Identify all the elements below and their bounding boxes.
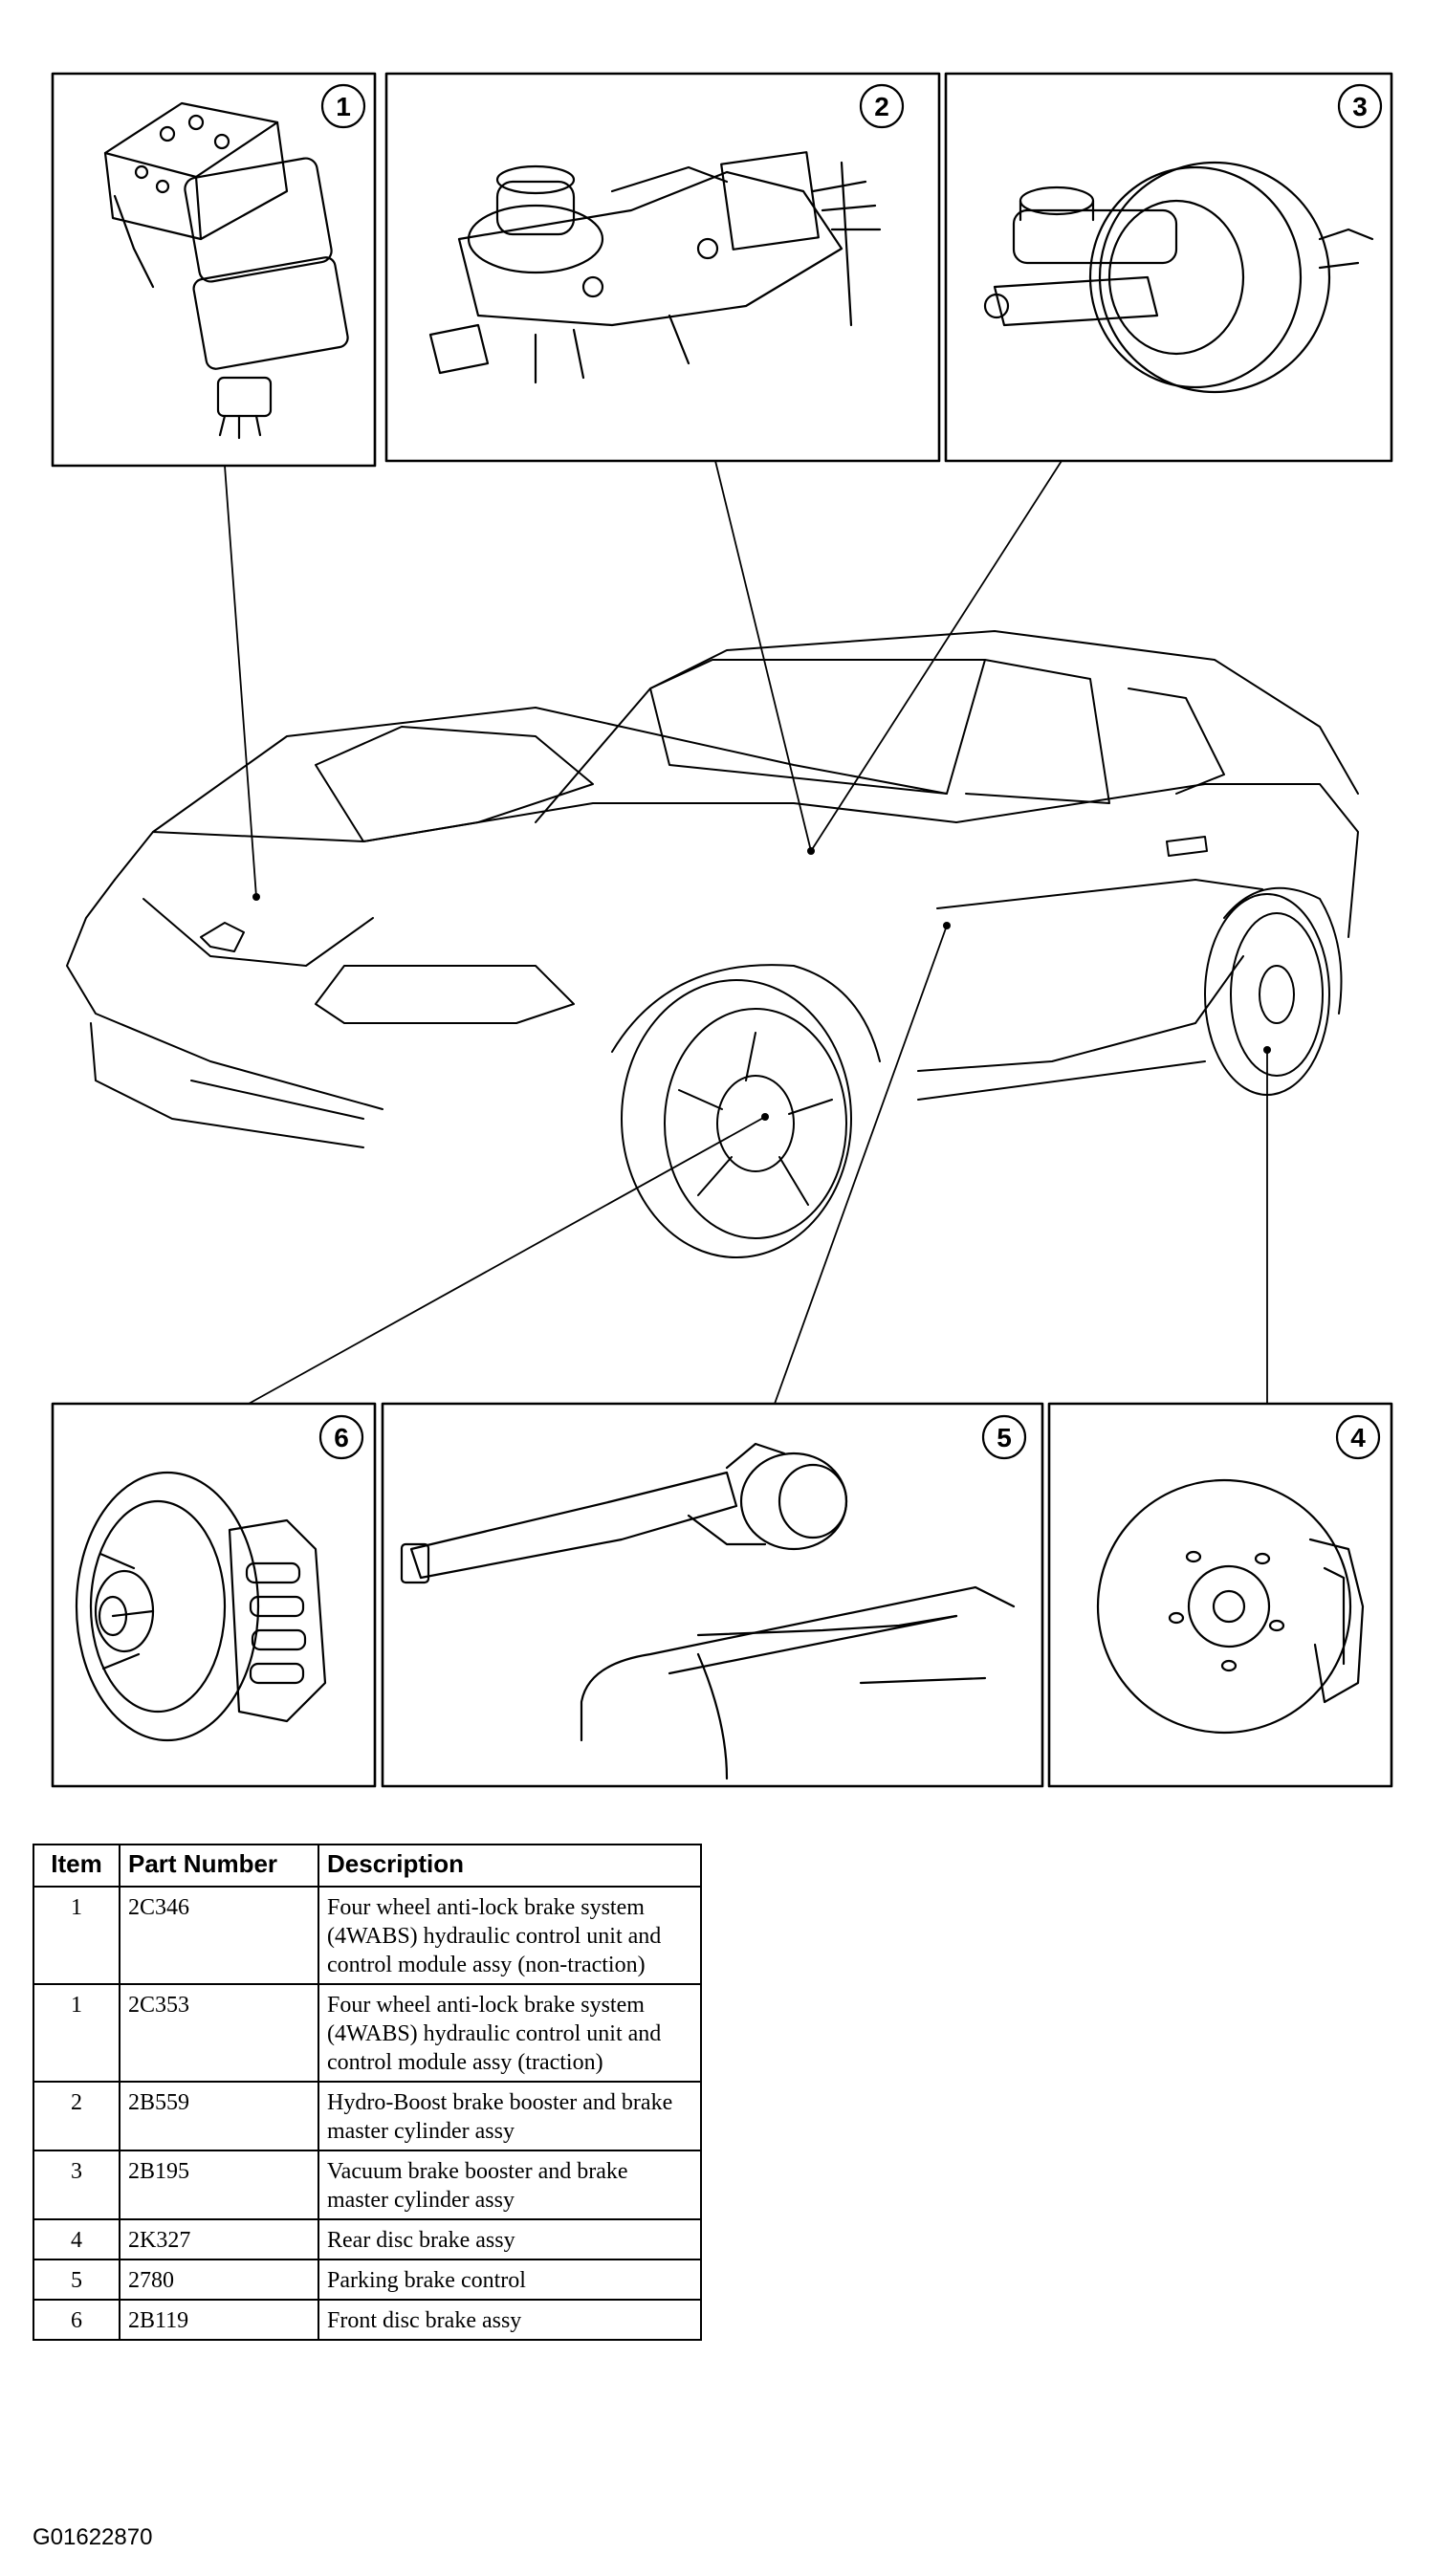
panel-1-abs-module: 1 — [51, 72, 377, 468]
cell-part-number: 2B559 — [119, 2081, 319, 2151]
cell-item: 4 — [33, 2218, 120, 2260]
cell-part-number: 2K327 — [119, 2218, 319, 2260]
cell-part-number: 2C346 — [119, 1886, 319, 1985]
callout-circle-1 — [320, 83, 366, 129]
table-row: 1 2C353 Four wheel anti-lock brake syste… — [33, 1983, 702, 2083]
cell-part-number: 2780 — [119, 2259, 319, 2301]
callout-3: 3 — [1352, 92, 1368, 121]
callout-5: 5 — [997, 1423, 1012, 1452]
cell-description: Front disc brake assy — [318, 2299, 702, 2341]
panel-4-rear-disc-brake: 4 — [1047, 1402, 1393, 1788]
cell-part-number: 2B119 — [119, 2299, 319, 2341]
panel-6-front-disc-brake: 6 — [51, 1402, 377, 1788]
parts-table: Item Part Number Description 1 2C346 Fou… — [33, 1844, 702, 2341]
table-row: 3 2B195 Vacuum brake booster and brake m… — [33, 2150, 702, 2220]
callout-circle-2 — [859, 83, 905, 129]
cell-item: 1 — [33, 1983, 120, 2083]
cell-item: 2 — [33, 2081, 120, 2151]
cell-item: 1 — [33, 1886, 120, 1985]
header-item: Item — [33, 1844, 120, 1888]
cell-description: Hydro-Boost brake booster and brake mast… — [318, 2081, 702, 2151]
cell-item: 6 — [33, 2299, 120, 2341]
hydro-boost-icon — [428, 151, 882, 384]
cell-description: Rear disc brake assy — [318, 2218, 702, 2260]
table-row: 6 2B119 Front disc brake assy — [33, 2299, 702, 2341]
cell-description: Vacuum brake booster and brake master cy… — [318, 2150, 702, 2220]
abs-module-icon — [103, 101, 349, 440]
cell-part-number: 2B195 — [119, 2150, 319, 2220]
table-header-row: Item Part Number Description — [33, 1844, 702, 1888]
header-part-number: Part Number — [119, 1844, 319, 1888]
header-description: Description — [318, 1844, 702, 1888]
callout-circle-5 — [981, 1414, 1027, 1460]
cell-description: Parking brake control — [318, 2259, 702, 2301]
callout-2: 2 — [874, 92, 889, 121]
callout-6: 6 — [334, 1423, 349, 1452]
leader-lines — [224, 460, 1271, 1405]
vacuum-booster-icon — [983, 161, 1374, 394]
table-row: 1 2C346 Four wheel anti-lock brake syste… — [33, 1886, 702, 1985]
callout-1: 1 — [336, 92, 351, 121]
cell-description: Four wheel anti-lock brake system (4WABS… — [318, 1886, 702, 1985]
table-row: 2 2B559 Hydro-Boost brake booster and br… — [33, 2081, 702, 2151]
cell-description: Four wheel anti-lock brake system (4WABS… — [318, 1983, 702, 2083]
front-disc-brake-icon — [75, 1471, 327, 1742]
table-row: 5 2780 Parking brake control — [33, 2259, 702, 2301]
callout-4: 4 — [1350, 1423, 1366, 1452]
cell-part-number: 2C353 — [119, 1983, 319, 2083]
figure-id: G01622870 — [33, 2524, 153, 2550]
callout-circle-6 — [318, 1414, 364, 1460]
callout-circle-4 — [1335, 1414, 1381, 1460]
table-row: 4 2K327 Rear disc brake assy — [33, 2218, 702, 2260]
cell-item: 3 — [33, 2150, 120, 2220]
cell-item: 5 — [33, 2259, 120, 2301]
car-outline — [66, 630, 1359, 1258]
callout-circle-3 — [1337, 83, 1383, 129]
panel-2-hydro-boost: 2 — [384, 72, 941, 463]
panel-3-vacuum-booster: 3 — [944, 72, 1393, 463]
brake-system-diagram: 1 2 — [51, 72, 1393, 1788]
panel-5-parking-brake: 5 — [381, 1402, 1044, 1788]
parking-brake-icon — [400, 1442, 1016, 1780]
rear-disc-brake-icon — [1096, 1478, 1365, 1735]
